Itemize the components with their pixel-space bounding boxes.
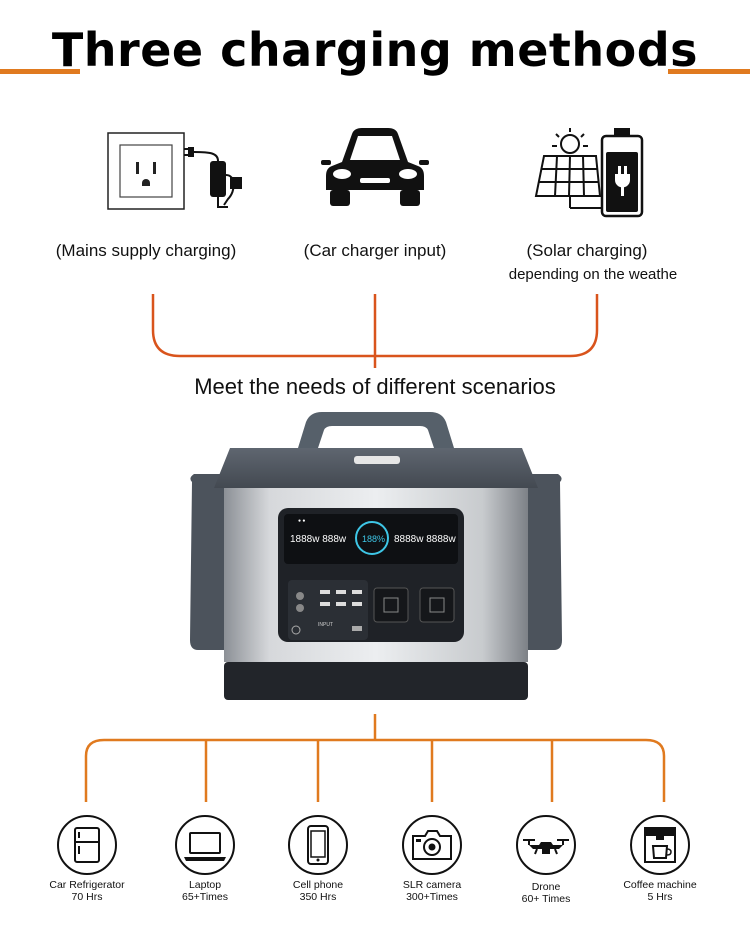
display-percent: 188% xyxy=(362,534,385,544)
device-value: 350 Hrs xyxy=(299,891,337,903)
device-name: Drone xyxy=(531,881,561,893)
device-label-cell-phone: Cell phone 350 Hrs xyxy=(263,879,373,903)
device-value: 65+Times xyxy=(181,891,228,903)
drone-icon xyxy=(516,815,576,875)
laptop-icon xyxy=(175,815,235,875)
device-value: 300+Times xyxy=(406,891,458,903)
car-caption: (Car charger input) xyxy=(303,241,447,260)
camera-icon xyxy=(402,815,462,875)
device-label-coffee-machine: Coffee machine 5 Hrs xyxy=(605,879,715,903)
mains-caption: (Mains supply charging) xyxy=(55,241,237,260)
title-left-rule xyxy=(0,69,80,74)
title-right-rule xyxy=(668,69,750,74)
device-name: Car Refrigerator xyxy=(49,879,125,891)
refrigerator-icon xyxy=(57,815,117,875)
display-right: 8888w 8888w xyxy=(394,534,456,545)
car-icon xyxy=(321,128,429,206)
title-block: Three charging methods xyxy=(0,18,750,88)
device-value: 5 Hrs xyxy=(647,891,673,903)
display-left: 1888w 888w xyxy=(290,534,347,545)
device-label-refrigerator: Car Refrigerator 70 Hrs xyxy=(32,879,142,903)
solar-subcaption: depending on the weathe xyxy=(508,266,678,283)
device-label-camera: SLR camera 300+Times xyxy=(377,879,487,903)
device-name: SLR camera xyxy=(402,879,462,891)
wall-outlet-icon xyxy=(107,132,242,210)
device-name: Laptop xyxy=(188,879,222,891)
svg-text:● ●: ● ● xyxy=(298,518,305,524)
scenario-heading: Meet the needs of different scenarios xyxy=(194,374,556,399)
device-name: Coffee machine xyxy=(623,879,697,891)
coffee-machine-icon xyxy=(630,815,690,875)
solar-battery-icon xyxy=(534,128,644,218)
device-value: 70 Hrs xyxy=(71,891,103,903)
page-title: Three charging methods xyxy=(51,23,699,77)
device-label-drone: Drone 60+ Times xyxy=(491,881,601,905)
input-label: INPUT xyxy=(318,622,333,628)
device-name: Cell phone xyxy=(292,879,344,891)
power-station-image: ● ● 1888w 888w 188% 8888w 8888w INPUT xyxy=(190,412,562,700)
methods-bracket xyxy=(151,294,599,368)
devices-connector xyxy=(84,714,666,802)
solar-caption: (Solar charging) xyxy=(526,241,648,260)
cell-phone-icon xyxy=(288,815,348,875)
device-value: 60+ Times xyxy=(521,893,571,905)
device-label-laptop: Laptop 65+Times xyxy=(150,879,260,903)
